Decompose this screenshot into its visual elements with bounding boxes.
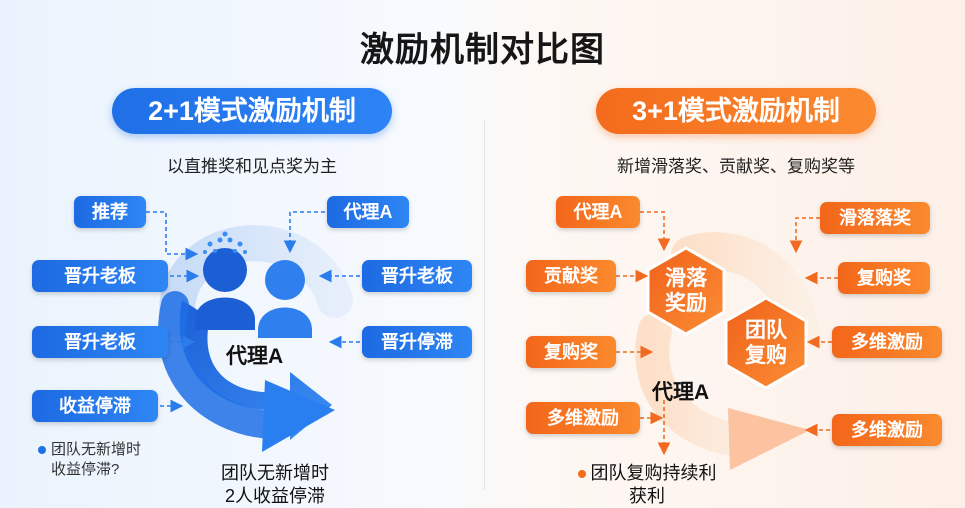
right-center-label: 代理A xyxy=(652,381,710,404)
pill-shouyi: 收益停滞 xyxy=(32,390,158,422)
bullet-dot xyxy=(577,470,586,479)
pill-duowei-left: 多维激励 xyxy=(526,402,640,434)
left-note: 团队无新增时 收益停滞? xyxy=(38,440,141,480)
people-icon xyxy=(195,231,312,338)
page-title: 激励机制对比图 xyxy=(360,31,605,69)
hexagon-tuandui xyxy=(724,296,808,390)
pill-tingzhi: 晋升停滞 xyxy=(362,326,472,358)
pill-hualuo: 滑落落奖 xyxy=(820,202,930,234)
pill-daili-left: 代理A xyxy=(327,196,409,228)
pill-gongxian: 贡献奖 xyxy=(526,260,616,292)
left-center-label: 代理A xyxy=(226,345,284,368)
pill-duowei-right-2: 多维激励 xyxy=(832,414,942,446)
left-banner: 2+1模式激励机制 xyxy=(112,88,392,134)
right-subtitle: 新增滑落奖、贡献奖、复购奖等 xyxy=(617,157,855,176)
left-bottom-text: 团队无新增时 2人收益停滞 xyxy=(221,463,329,506)
pill-jinsheng-left-2: 晋升老板 xyxy=(32,326,168,358)
pill-duowei-right-1: 多维激励 xyxy=(832,326,942,358)
pill-jinsheng-right: 晋升老板 xyxy=(362,260,472,292)
pill-fugou-left: 复购奖 xyxy=(526,336,616,368)
pill-daili-right: 代理A xyxy=(556,196,640,228)
left-subtitle: 以直推奖和见点奖为主 xyxy=(167,157,337,176)
bullet-dot xyxy=(38,446,46,455)
divider xyxy=(484,120,485,490)
pill-jinsheng-left-1: 晋升老板 xyxy=(32,260,168,292)
pill-tuijian: 推荐 xyxy=(74,196,146,228)
pill-fugou-right: 复购奖 xyxy=(838,262,930,294)
right-banner: 3+1模式激励机制 xyxy=(596,88,876,134)
hex-label-hualuo: 滑落奖励 xyxy=(665,267,707,315)
right-bottom-text: 团队复购持续利 获利 xyxy=(552,462,742,508)
hex-label-tuandui: 团队复购 xyxy=(745,319,787,367)
